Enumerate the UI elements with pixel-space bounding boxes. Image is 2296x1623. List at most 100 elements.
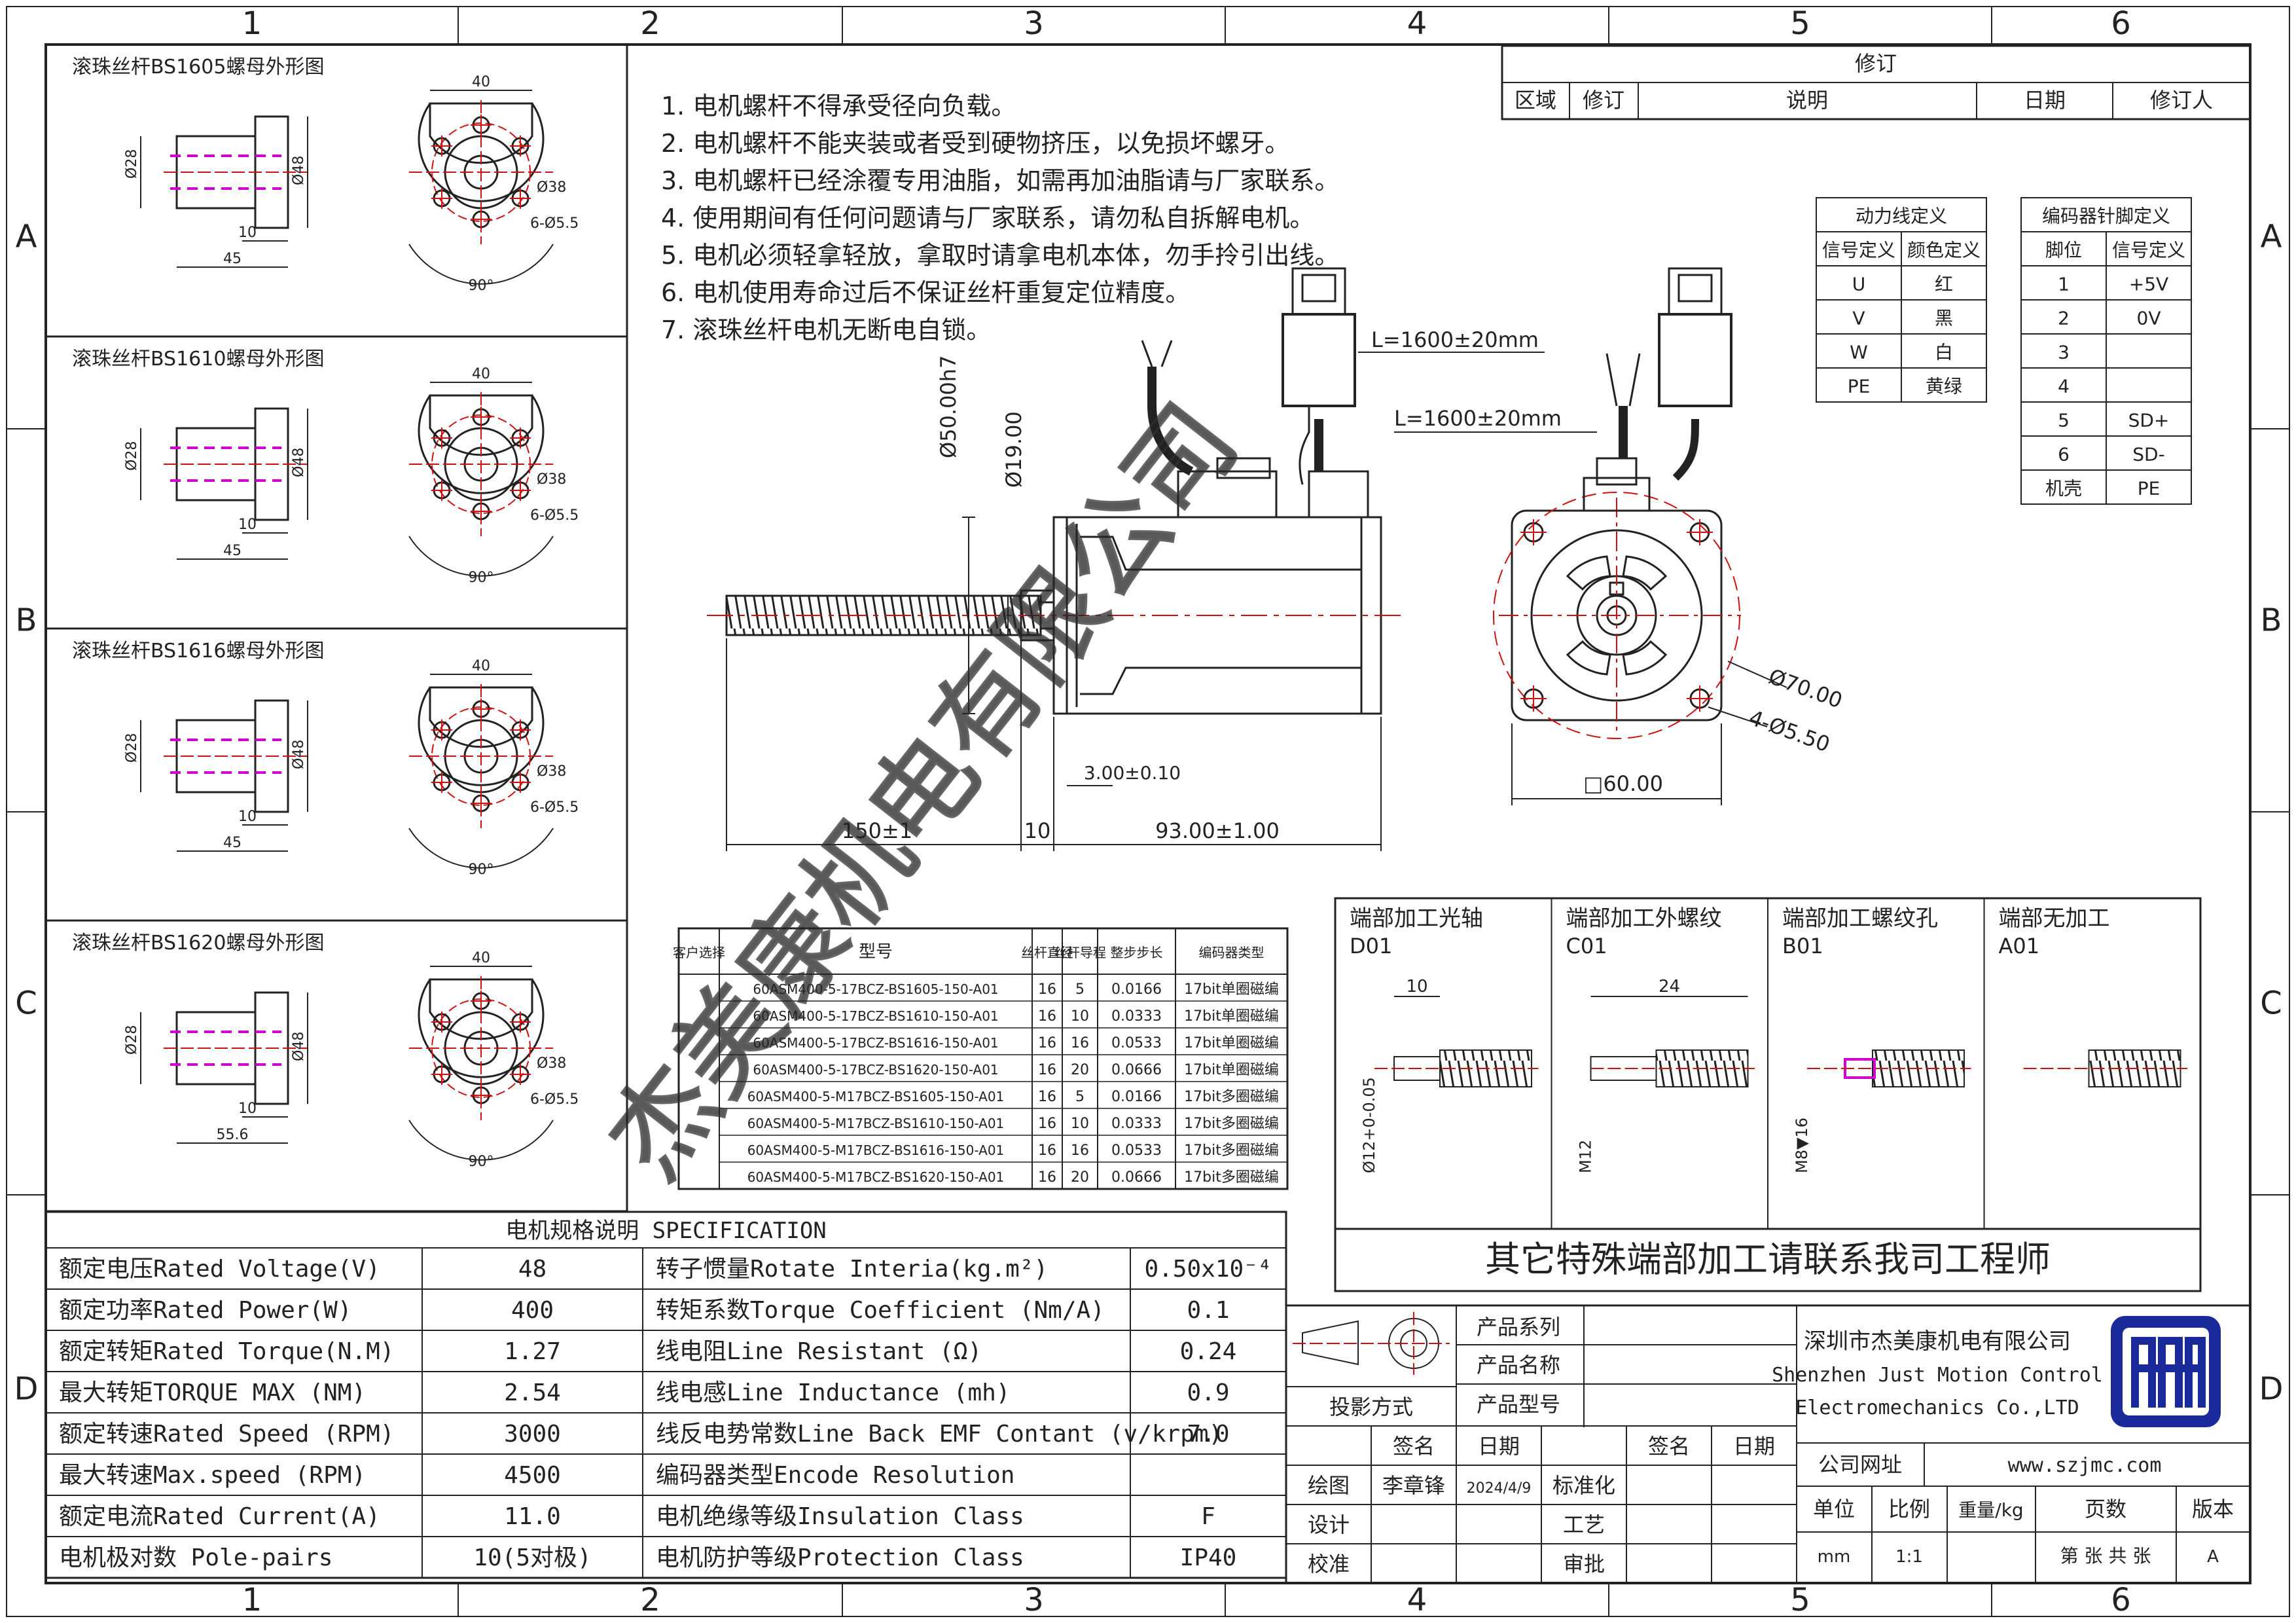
tb-sign-label-1: 签名 <box>1393 1434 1435 1459</box>
spec-param-left: 额定功率Rated Power(W) <box>59 1297 351 1324</box>
scale-label: 比例 <box>1888 1497 1930 1522</box>
nut-dim-flange-len: 10 <box>238 225 257 241</box>
company-name-cn: 深圳市杰美康机电有限公司 <box>1804 1328 2071 1355</box>
table-cell: 黑 <box>1935 307 1953 329</box>
table-header: 颜色定义 <box>1907 239 1981 261</box>
tb-standard-label: 标准化 <box>1552 1473 1615 1498</box>
grid-row-label-right: B <box>2261 602 2282 639</box>
nut-dim-bolt-circle: Ø38 <box>537 1055 566 1072</box>
model-cell: 16 <box>1071 1142 1089 1159</box>
nut-dim-flange: Ø48 <box>291 1032 307 1061</box>
nut-dim-flange-len: 10 <box>238 517 257 533</box>
nut-dim-width: 40 <box>472 366 490 382</box>
model-cell: 17bit多圈磁编 <box>1184 1142 1279 1159</box>
nut-title: 滚珠丝杆BS1605螺母外形图 <box>72 56 324 79</box>
dim-pcd: Ø70.00 <box>1765 664 1846 714</box>
table-cell: 机壳 <box>2045 477 2082 499</box>
version-value: A <box>2207 1547 2219 1567</box>
pages-value: 第 张 共 张 <box>2060 1545 2151 1567</box>
title-block: 产品系列 产品名称 产品型号 投影方式 签名 日期 签名 日期 绘图 李章锋 2… <box>1285 1304 2251 1584</box>
nut-dim-shaft: Ø28 <box>124 149 140 179</box>
model-cell: 17bit单圈磁编 <box>1184 981 1279 998</box>
nut-dim-holes: 6-Ø5.5 <box>530 507 579 524</box>
spec-value-right: IP40 <box>1180 1544 1237 1571</box>
model-cell: 16 <box>1038 1116 1056 1132</box>
model-cell: 16 <box>1038 1035 1056 1051</box>
note-2: 2. 电机螺杆不能夹装或者受到硬物挤压，以免损坏螺牙。 <box>661 129 1289 158</box>
end-option-code: D01 <box>1350 934 1392 958</box>
grid-col-label-top: 4 <box>1407 5 1427 42</box>
model-cell: 17bit多圈磁编 <box>1184 1169 1279 1186</box>
encoder-connector <box>1177 470 1278 519</box>
dim-body-len: 93.00±1.00 <box>1155 818 1280 843</box>
model-cell: 60ASM400-5-M17BCZ-BS1605-150-A01 <box>747 1089 1005 1104</box>
tb-date-label-1: 日期 <box>1478 1434 1520 1459</box>
note-5: 5. 电机必须轻拿轻放，拿取时请拿电机本体，勿手拎引出线。 <box>661 241 1339 270</box>
spec-value-left: 3000 <box>504 1421 561 1448</box>
note-7: 7. 滚珠丝杆电机无断电自锁。 <box>661 316 991 344</box>
nut-dim-flange-len: 10 <box>238 1101 257 1117</box>
table-cell: 黄绿 <box>1926 375 1962 397</box>
spec-value-left: 48 <box>518 1256 547 1283</box>
table-cell: U <box>1852 273 1866 295</box>
end-option-dia: M8▼16 <box>1793 1118 1811 1173</box>
model-cell: 16 <box>1038 981 1056 998</box>
end-option-title: 端部加工光轴 <box>1350 905 1483 932</box>
model-col-header: 客户选择 <box>673 945 725 960</box>
tb-draw-label: 绘图 <box>1308 1473 1350 1498</box>
table-header: 信号定义 <box>2112 239 2185 261</box>
spec-value-right: F <box>1201 1503 1215 1530</box>
note-1: 1. 电机螺杆不得承受径向负载。 <box>661 92 1016 120</box>
spec-param-left: 最大转速Max.speed (RPM) <box>59 1462 366 1489</box>
table-cell: PE <box>2138 477 2161 499</box>
table-cell: 4 <box>2058 375 2070 397</box>
nut-dim-angle: 90° <box>469 1154 494 1170</box>
nut-dim-bolt-circle: Ø38 <box>537 471 566 488</box>
spec-param-left: 电机极对数 Pole-pairs <box>59 1544 332 1571</box>
model-cell: 0.0533 <box>1111 1035 1162 1051</box>
end-option-title: 端部加工螺纹孔 <box>1782 905 1938 932</box>
end-machining-note: 其它特殊端部加工请联系我司工程师 <box>1485 1239 2051 1280</box>
model-table: 客户选择型号丝杆直径丝杆导程整步步长编码器类型60ASM400-5-17BCZ-… <box>673 927 1289 1190</box>
nut-dim-shaft: Ø28 <box>124 441 140 471</box>
table-header: 脚位 <box>2045 239 2082 261</box>
grid-col-label-bottom: 6 <box>2111 1582 2131 1618</box>
rev-col-desc: 说明 <box>1786 88 1828 113</box>
nut-dim-flange-len: 10 <box>238 809 257 825</box>
table-cell: 5 <box>2058 409 2070 431</box>
model-cell: 17bit多圈磁编 <box>1184 1089 1279 1105</box>
grid-row-label-right: C <box>2260 985 2282 1022</box>
end-option-dim: 10 <box>1406 977 1427 996</box>
spec-value-left: 400 <box>511 1297 554 1324</box>
nut-dim-flange: Ø48 <box>291 156 307 185</box>
tb-date-label-2: 日期 <box>1733 1434 1775 1459</box>
grid-row-label-left: C <box>15 985 37 1022</box>
table-cell: 0V <box>2137 307 2161 329</box>
table-cell: 6 <box>2058 443 2070 465</box>
model-cell: 0.0666 <box>1111 1169 1162 1186</box>
grid-row-label-right: A <box>2261 219 2282 255</box>
company-name-en-1: Shenzhen Just Motion Control <box>1772 1364 2103 1387</box>
dim-flange-thk: 3.00±0.10 <box>1084 762 1181 784</box>
model-cell: 20 <box>1071 1169 1089 1186</box>
model-cell: 5 <box>1075 1089 1085 1105</box>
note-6: 6. 电机使用寿命过后不保证丝杆重复定位精度。 <box>661 278 1190 307</box>
model-cell: 16 <box>1038 1089 1056 1105</box>
tb-draw-date: 2024/4/9 <box>1467 1480 1532 1497</box>
nut-dim-angle: 90° <box>469 862 494 878</box>
spec-param-left: 额定转速Rated Speed (RPM) <box>59 1421 394 1448</box>
spec-value-left: 10(5对极) <box>473 1544 591 1571</box>
spec-param-right: 线电感Line Inductance (mh) <box>656 1379 1010 1406</box>
weight-label: 重量/kg <box>1958 1499 2023 1521</box>
dim-cable-len-1: L=1600±20mm <box>1371 327 1539 352</box>
model-cell: 17bit多圈磁编 <box>1184 1116 1279 1132</box>
nut-dim-angle: 90° <box>469 278 494 294</box>
grid-col-label-top: 1 <box>242 5 262 42</box>
grid-col-label-bottom: 5 <box>1790 1582 1810 1618</box>
nut-dim-bolt-circle: Ø38 <box>537 179 566 196</box>
grid-col-label-top: 3 <box>1024 5 1044 42</box>
rev-col-rev: 修订 <box>1583 88 1624 113</box>
